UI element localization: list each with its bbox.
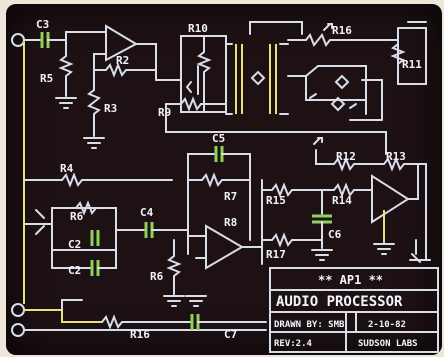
label-r16-top: R16 (332, 24, 352, 37)
resistor-r10 (196, 35, 212, 113)
ground-3 (163, 295, 185, 307)
opamp-3 (371, 174, 410, 224)
resistor-r4 (23, 172, 173, 188)
label-r8: R8 (224, 216, 237, 229)
resistor-r16-bottom (101, 314, 191, 330)
opamp-1 (105, 24, 139, 62)
label-r10: R10 (188, 22, 208, 35)
capacitor-c2a (90, 230, 100, 246)
title-block: ** AP1 ** AUDIO PROCESSOR DRAWN BY: SMB … (269, 267, 439, 353)
label-r4: R4 (60, 162, 74, 175)
resistor-r7 (187, 172, 251, 188)
switch-array (287, 65, 367, 115)
resistor-r3 (87, 69, 101, 137)
label-r14: R14 (332, 194, 352, 207)
opamp-2 (205, 224, 244, 270)
label-c4: C4 (140, 206, 154, 219)
label-c7: C7 (224, 328, 237, 341)
output-jack-2 (11, 323, 25, 337)
label-c3: C3 (36, 18, 49, 31)
label-c6: C6 (328, 228, 342, 241)
resistor-r16-top (287, 33, 399, 67)
label-c2b: C2 (68, 264, 81, 277)
schematic: C3 R5 R2 R3 R10 R9 R16 R11 R4 C5 R7 (11, 18, 439, 353)
label-r16-bottom: R16 (130, 328, 150, 341)
resistor-r12 (315, 149, 373, 172)
ground-1 (55, 97, 77, 109)
transformer (235, 44, 277, 114)
label-r6: R6 (150, 270, 164, 283)
resistor-r2 (93, 62, 157, 78)
label-r9: R9 (158, 106, 171, 119)
ground-2 (83, 137, 105, 149)
resistor-r5 (58, 39, 74, 97)
label-r7: R7 (224, 190, 237, 203)
label-r12: R12 (336, 150, 356, 163)
crt-screen: C3 R5 R2 R3 R10 R9 R16 R11 R4 C5 R7 (6, 4, 442, 355)
title-block-title: AUDIO PROCESSOR (276, 294, 403, 310)
resistor-r9 (165, 96, 227, 112)
resistor-r17 (261, 232, 323, 248)
label-r17: R17 (266, 248, 286, 261)
input-jack (11, 33, 25, 47)
label-r2: R2 (116, 54, 129, 67)
ground-5 (373, 243, 395, 255)
label-r3: R3 (104, 102, 117, 115)
diode-bridge (250, 70, 266, 86)
ground-4 (185, 295, 207, 307)
label-r6b: R6 (70, 210, 84, 223)
label-r13: R13 (386, 150, 406, 163)
resistor-r6 (166, 239, 182, 295)
label-r5: R5 (40, 72, 53, 85)
resistor-r6b (75, 200, 97, 216)
title-block-drawn: DRAWN BY: SMB (274, 320, 345, 330)
title-block-rev: REV:2.4 (274, 339, 313, 349)
title-block-company: SUDSON LABS (358, 339, 418, 349)
resistor-r15 (261, 182, 323, 198)
label-r11: R11 (402, 58, 422, 71)
label-c2a: C2 (68, 238, 81, 251)
label-r15: R15 (266, 194, 286, 207)
title-block-header: ** AP1 ** (318, 273, 383, 287)
label-c5: C5 (212, 132, 225, 145)
title-block-date: 2-10-82 (368, 320, 406, 330)
resistor-r14 (321, 182, 373, 198)
output-jack-1 (11, 303, 25, 317)
resistor-r11 (390, 27, 427, 85)
